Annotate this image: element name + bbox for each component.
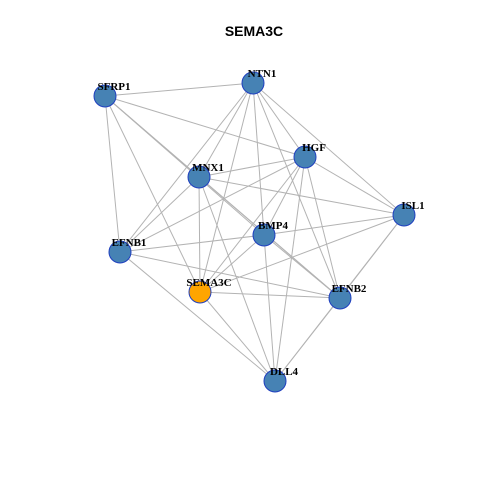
edge-hgf-efnb2: [304, 156, 341, 299]
edge-ntn1-mnx1: [198, 82, 254, 178]
edge-ntn1-efnb2: [252, 82, 341, 299]
edge-hgf-mnx1: [198, 156, 306, 178]
node-dll4: [263, 369, 287, 393]
node-ntn1: [241, 71, 265, 95]
node-isl1: [392, 203, 416, 227]
node-label-isl1: ISL1: [401, 200, 424, 212]
node-label-efnb1: EFNB1: [112, 237, 147, 249]
node-label-dll4: DLL4: [270, 366, 299, 378]
node-sfrp1: [93, 84, 117, 108]
node-layer: [93, 71, 416, 393]
node-label-ntn1: NTN1: [248, 68, 277, 80]
graph-title: SEMA3C: [225, 23, 283, 39]
edge-mnx1-sema3c: [198, 176, 201, 293]
edge-isl1-sema3c: [199, 214, 405, 293]
node-label-mnx1: MNX1: [192, 162, 224, 174]
edge-ntn1-isl1: [252, 82, 405, 216]
edge-sema3c-efnb2: [199, 291, 341, 299]
node-mnx1: [187, 165, 211, 189]
edge-sfrp1-sema3c: [104, 95, 201, 293]
node-hgf: [293, 145, 317, 169]
edge-ntn1-bmp4: [252, 82, 265, 236]
edge-efnb2-dll4: [274, 297, 341, 382]
edge-hgf-dll4: [274, 156, 306, 382]
edge-ntn1-hgf: [252, 82, 306, 158]
node-label-hgf: HGF: [302, 142, 326, 154]
edge-sema3c-dll4: [199, 291, 276, 382]
edge-sfrp1-ntn1: [104, 82, 254, 97]
edge-mnx1-efnb1: [119, 176, 200, 253]
edge-sfrp1-efnb1: [104, 95, 121, 253]
edge-mnx1-dll4: [198, 176, 276, 382]
edge-ntn1-sema3c: [199, 82, 254, 293]
edge-bmp4-efnb1: [119, 234, 265, 253]
edge-hgf-sema3c: [199, 156, 306, 293]
edge-ntn1-efnb1: [119, 82, 254, 253]
node-label-sema3c: SEMA3C: [186, 277, 231, 289]
edge-hgf-isl1: [304, 156, 405, 216]
edge-bmp4-dll4: [263, 234, 276, 382]
node-efnb2: [328, 286, 352, 310]
edge-hgf-bmp4: [263, 156, 306, 236]
edge-bmp4-sema3c: [199, 234, 265, 293]
node-sema3c: [188, 280, 212, 304]
node-label-sfrp1: SFRP1: [98, 81, 131, 93]
node-bmp4: [252, 223, 276, 247]
edge-isl1-bmp4: [263, 214, 405, 236]
node-efnb1: [108, 240, 132, 264]
edge-efnb1-dll4: [119, 251, 276, 382]
node-label-efnb2: EFNB2: [332, 283, 367, 295]
edge-sfrp1-hgf: [104, 95, 306, 158]
edge-mnx1-isl1: [198, 176, 405, 216]
node-label-bmp4: BMP4: [258, 220, 288, 232]
edge-efnb1-efnb2: [119, 251, 341, 299]
edge-bmp4-efnb2: [263, 234, 341, 299]
edge-hgf-efnb1: [119, 156, 306, 253]
